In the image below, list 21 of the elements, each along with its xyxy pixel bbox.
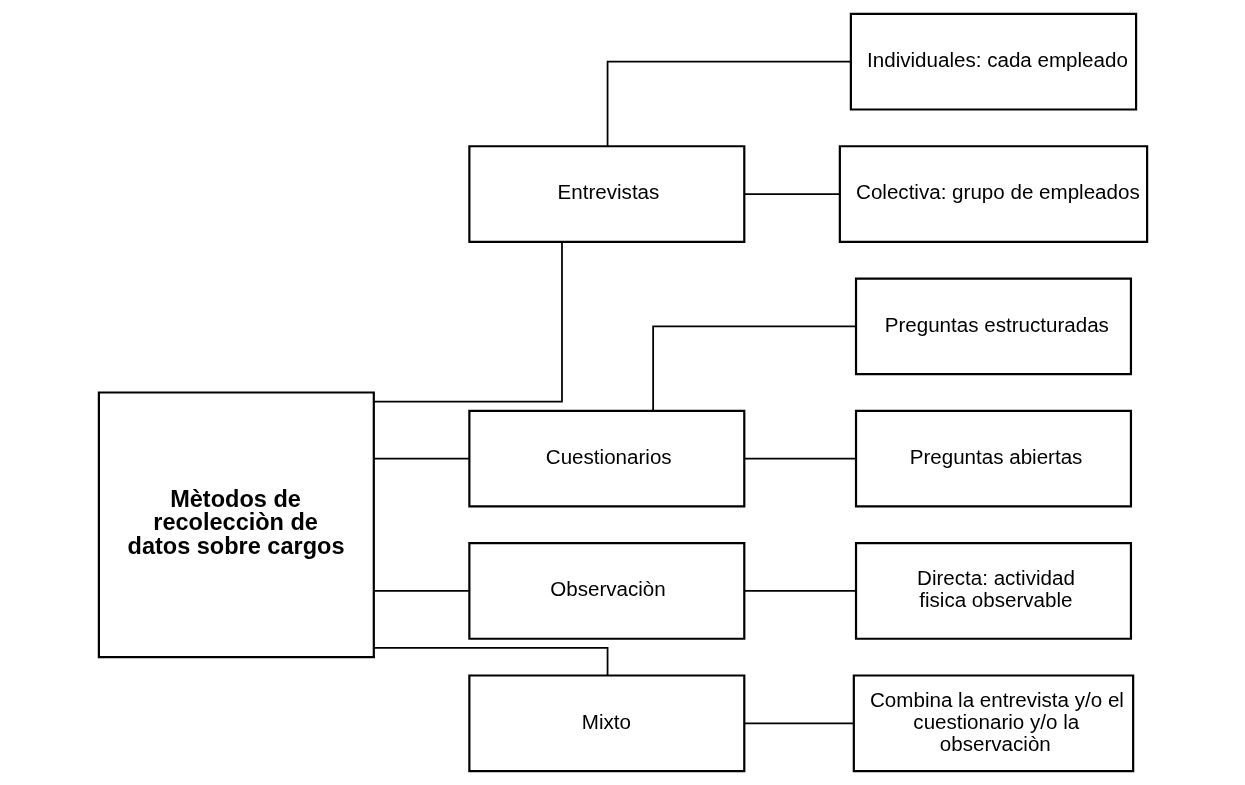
node-box: Entrevistas <box>467 145 745 243</box>
connector <box>743 193 841 195</box>
node-box: Observaciòn <box>467 542 745 640</box>
node-box: Directa: actividad fisica observable <box>854 542 1132 640</box>
connector <box>606 60 851 147</box>
connector <box>372 241 563 403</box>
connector <box>372 590 470 592</box>
node-box: Cuestionarios <box>467 409 745 508</box>
connector <box>743 722 854 725</box>
connector <box>743 590 856 592</box>
connector <box>743 457 856 460</box>
node-box: Mixto <box>467 674 745 773</box>
connector <box>372 647 608 676</box>
node-box: Individuales: cada empleado <box>849 12 1137 111</box>
node-box: Preguntas abiertas <box>854 409 1132 508</box>
connector <box>372 457 470 460</box>
node-box: Mètodos de recolecciòn de datos sobre cargos <box>97 391 375 659</box>
node-box: Colectiva: grupo de empleados <box>838 145 1148 243</box>
node-box: Preguntas estructuradas <box>854 277 1132 376</box>
node-box: Combina la entrevista y/o el cuestionario y/o la observaciòn <box>852 674 1134 773</box>
connector <box>651 325 856 412</box>
